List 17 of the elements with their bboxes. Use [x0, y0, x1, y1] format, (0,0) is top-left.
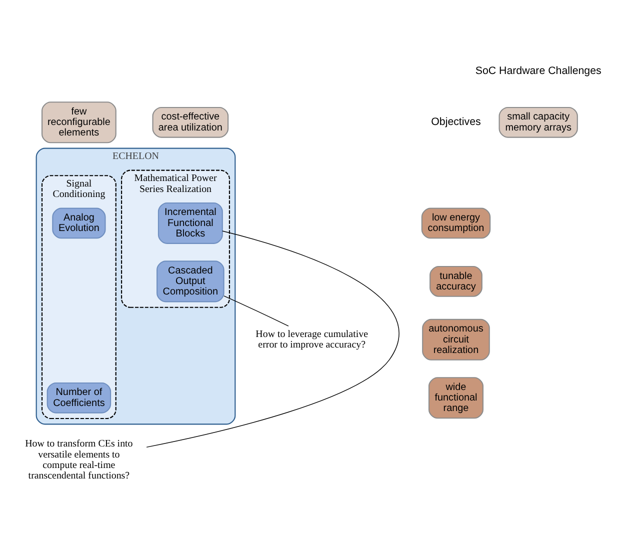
- node-box: wide functional range: [428, 376, 484, 418]
- node-box: Cascaded Output Composition: [156, 260, 224, 302]
- node-box: few reconfigurable elements: [41, 101, 116, 143]
- node-text: How to transform CEs into versatile elements to compute real-time transcendental functions?: [25, 438, 133, 482]
- node-box: Analog Evolution: [52, 207, 106, 238]
- connector: [224, 295, 289, 326]
- node-box: small capacity memory arrays: [498, 106, 578, 138]
- node-box: low energy consumption: [421, 207, 491, 238]
- node-box: tunable accuracy: [430, 266, 482, 296]
- label: SoC Hardware Challenges: [475, 64, 602, 77]
- node-box: autonomous circuit realization: [422, 318, 490, 360]
- label: Objectives: [431, 115, 481, 128]
- node-box: cost-effective area utilization: [152, 106, 229, 138]
- node-box: Number of Coefficients: [46, 382, 112, 413]
- node-box: Incremental Functional Blocks: [158, 202, 223, 244]
- node-text: How to leverage cumulative error to improve accuracy?: [256, 328, 368, 350]
- connector: [146, 230, 400, 448]
